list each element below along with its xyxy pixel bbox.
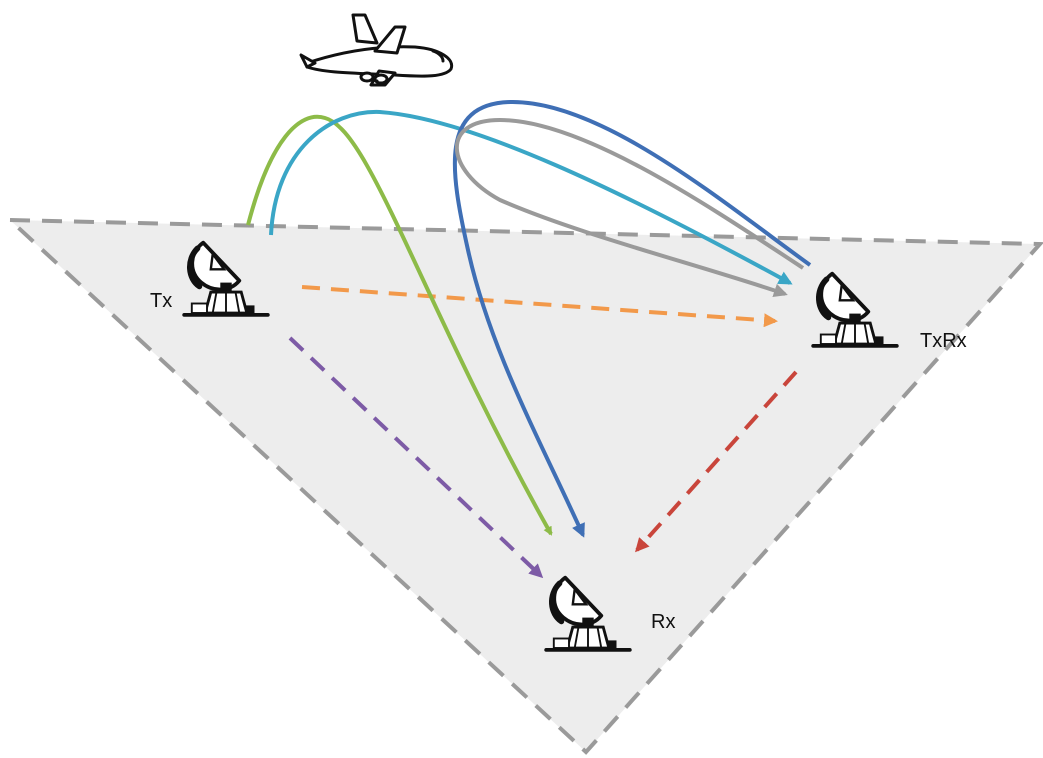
direct-path-txrx-to-rx: [635, 370, 798, 553]
station-rx-label: Rx: [651, 611, 675, 633]
station-tx-label: Tx: [150, 290, 172, 312]
airplane-icon: [299, 13, 454, 87]
station-rx: Rx: [546, 578, 675, 650]
direct-path-tx-to-txrx: [301, 285, 778, 328]
station-txrx: TxRx: [813, 274, 967, 352]
echo-path-tx-to-txrx-cyan: [269, 109, 793, 285]
echo-path-tx-to-rx-green: [246, 114, 553, 536]
station-tx: Tx: [150, 243, 268, 315]
station-txrx-label: TxRx: [920, 330, 967, 352]
echo-path-txrx-monostatic-gray: [454, 117, 805, 298]
